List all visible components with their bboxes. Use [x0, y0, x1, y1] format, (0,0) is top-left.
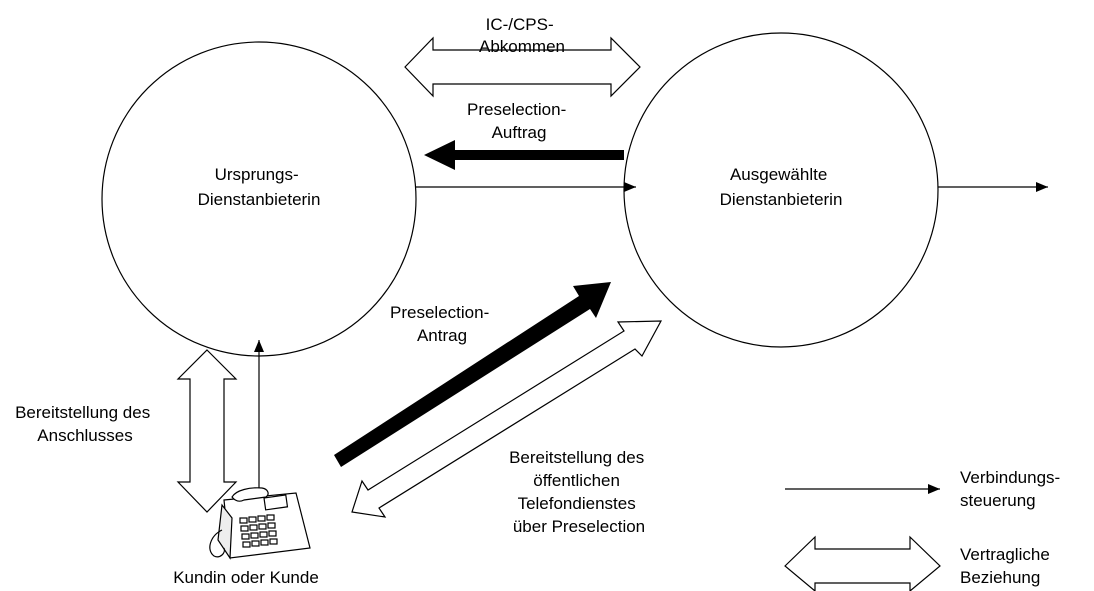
preselection-request-arrow: [334, 282, 611, 467]
legend-connection-control-line2: steuerung: [960, 491, 1036, 510]
ic-cps-agreement-label-line1: IC-/CPS-: [486, 15, 554, 34]
line-provision-double-arrow: [176, 349, 238, 513]
public-telephony-provision-label: Bereitstellung des öffentlichen Telefond…: [509, 448, 649, 536]
telephone-icon: [209, 487, 311, 560]
legend-contractual-relation-line2: Beziehung: [960, 568, 1040, 587]
preselection-order-label-line2: Auftrag: [492, 123, 547, 142]
selected-provider-label-line2: Dienstanbieterin: [720, 190, 843, 209]
legend-connection-control-label: Verbindungs- steuerung: [960, 468, 1065, 510]
preselection-request-label: Preselection- Antrag: [390, 303, 494, 345]
preselection-request-label-line2: Antrag: [417, 326, 467, 345]
preselection-request-label-line1: Preselection-: [390, 303, 489, 322]
legend-contractual-relation-line1: Vertragliche: [960, 545, 1050, 564]
legend-contractual-relation-label: Vertragliche Beziehung: [960, 545, 1055, 587]
preselection-order-label: Preselection- Auftrag: [467, 100, 571, 142]
line-provision-label: Bereitstellung des Anschlusses: [15, 403, 155, 445]
origin-provider-label-line2: Dienstanbieterin: [198, 190, 321, 209]
line-provision-label-line2: Anschlusses: [37, 426, 132, 445]
customer-label: Kundin oder Kunde: [173, 568, 319, 587]
legend-connection-control-line1: Verbindungs-: [960, 468, 1060, 487]
origin-provider-label: Ursprungs- Dienstanbieterin: [198, 165, 321, 209]
preselection-order-label-line1: Preselection-: [467, 100, 566, 119]
public-telephony-label-line1: Bereitstellung des: [509, 448, 644, 467]
legend-contractual-relation-double-arrow: [784, 535, 941, 591]
ic-cps-agreement-label-line2: Abkommen: [479, 37, 565, 56]
public-telephony-label-line3: Telefondienstes: [518, 494, 636, 513]
public-telephony-provision-double-arrow: [351, 320, 663, 518]
public-telephony-label-line2: öffentlichen: [533, 471, 620, 490]
origin-provider-label-line1: Ursprungs-: [215, 165, 299, 184]
ic-cps-agreement-double-arrow: [404, 36, 641, 98]
line-provision-label-line1: Bereitstellung des: [15, 403, 150, 422]
preselection-order-arrow: [424, 140, 624, 170]
public-telephony-label-line4: über Preselection: [513, 517, 645, 536]
selected-provider-label-line1: Ausgewählte: [730, 165, 827, 184]
selected-provider-label: Ausgewählte Dienstanbieterin: [720, 165, 843, 209]
ic-cps-agreement-label: IC-/CPS- Abkommen: [479, 15, 565, 56]
